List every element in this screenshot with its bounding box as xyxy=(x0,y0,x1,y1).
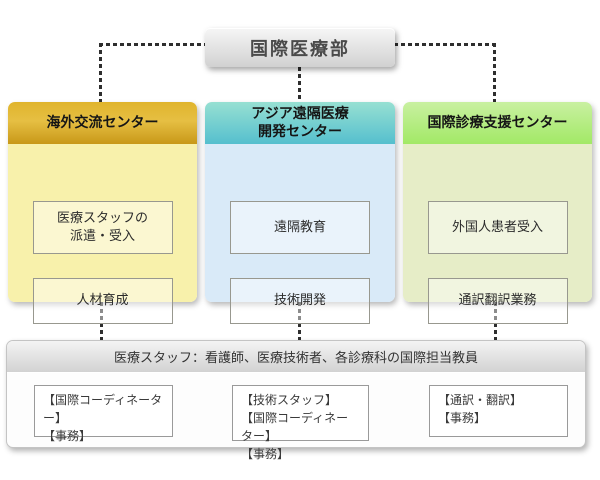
staff-line: 【国際コーディネーター】 xyxy=(241,411,349,443)
column-title: 国際診療支援センター xyxy=(427,114,568,131)
item-interpretation-translation: 通訳翻訳業務 xyxy=(427,278,568,324)
column-international-care-support-center: 国際診療支援センター 外国人患者受入 通訳翻訳業務 xyxy=(403,102,592,324)
item-line: 技術開発 xyxy=(273,293,326,309)
root-department-box: 国際医療部 xyxy=(205,28,395,67)
column-header-care-support: 国際診療支援センター xyxy=(403,102,592,144)
connector-root-to-right xyxy=(394,43,496,46)
item-line: 医療スタッフの xyxy=(56,210,148,226)
root-department-label: 国際医療部 xyxy=(250,38,350,60)
item-line: 通訳翻訳業務 xyxy=(458,293,537,309)
item-foreign-patient-acceptance: 外国人患者受入 xyxy=(427,201,568,254)
column-title-line2: 開発センター xyxy=(258,124,342,140)
item-line: 遠隔教育 xyxy=(273,219,326,235)
item-technology-development: 技術開発 xyxy=(230,278,370,324)
staff-line: 【事務】 xyxy=(43,429,92,443)
column-asia-telemedicine-center: アジア遠隔医療 開発センター 遠隔教育 技術開発 xyxy=(205,102,395,324)
staff-group-coordinator-admin: 【国際コーディネーター】 【事務】 xyxy=(34,385,173,443)
staff-line: 【技術スタッフ】 xyxy=(241,393,338,407)
connector-root-to-left-drop xyxy=(99,43,102,103)
connector-root-to-center xyxy=(298,67,301,103)
item-staff-dispatch: 医療スタッフの 派遣・受入 xyxy=(32,201,173,254)
connector-col3-to-staff xyxy=(494,302,497,341)
staff-group-technical-coordinator-admin: 【技術スタッフ】 【国際コーディネーター】 【事務】 xyxy=(232,385,369,461)
staff-group-interpreter-admin: 【通訳・翻訳】 【事務】 xyxy=(429,385,568,437)
connector-root-to-right-drop xyxy=(493,43,496,103)
column-title-line1: アジア遠隔医療 xyxy=(251,105,349,122)
medical-staff-panel-title: 医療スタッフ：看護師、医療技術者、各診療科の国際担当教員 xyxy=(7,341,585,373)
staff-title-text: 医療スタッフ：看護師、医療技術者、各診療科の国際担当教員 xyxy=(113,351,478,366)
item-line: 人材育成 xyxy=(76,293,129,309)
staff-line: 【通訳・翻訳】 xyxy=(438,393,523,407)
item-line: 外国人患者受入 xyxy=(451,219,543,235)
staff-line: 【事務】 xyxy=(241,447,290,461)
column-header-asia-telemedicine: アジア遠隔医療 開発センター xyxy=(205,102,395,144)
connector-col1-to-staff xyxy=(100,302,103,341)
column-body-care-support: 外国人患者受入 通訳翻訳業務 xyxy=(403,144,592,324)
connector-root-to-left xyxy=(99,43,206,46)
connector-col2-to-staff xyxy=(298,302,301,341)
item-hr-development: 人材育成 xyxy=(32,278,173,324)
item-remote-education: 遠隔教育 xyxy=(230,201,370,254)
column-body-overseas-exchange: 医療スタッフの 派遣・受入 人材育成 xyxy=(8,144,197,324)
column-header-overseas-exchange: 海外交流センター xyxy=(8,102,197,144)
staff-line: 【事務】 xyxy=(438,411,487,425)
column-body-asia-telemedicine: 遠隔教育 技術開発 xyxy=(205,144,395,324)
medical-staff-panel: 医療スタッフ：看護師、医療技術者、各診療科の国際担当教員 【国際コーディネーター… xyxy=(6,340,586,461)
column-title: 海外交流センター xyxy=(46,114,159,131)
item-line: 派遣・受入 xyxy=(69,228,135,244)
staff-line: 【国際コーディネーター】 xyxy=(43,393,163,425)
column-overseas-exchange-center: 海外交流センター 医療スタッフの 派遣・受入 人材育成 xyxy=(8,102,197,324)
